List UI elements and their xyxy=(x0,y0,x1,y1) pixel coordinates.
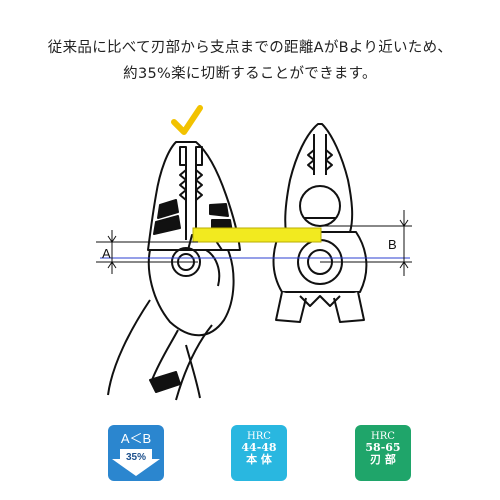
hrc-blade-range: 58-65 xyxy=(365,441,401,454)
caption-line-1: 従来品に比べて刃部から支点までの距離AがBより近いため、 xyxy=(47,40,453,56)
ratio-badge-title: A＜B xyxy=(120,431,152,446)
down-arrow-icon: 35% xyxy=(108,447,164,477)
hrc-body-label: HRC xyxy=(247,431,271,442)
left-plier-icon xyxy=(107,141,241,401)
right-plier-icon xyxy=(272,123,368,323)
hrc-blade-badge: HRC 58-65 刃 部 xyxy=(355,425,411,481)
hrc-body-badge: HRC 44-48 本 体 xyxy=(231,425,287,481)
check-mark-icon xyxy=(171,105,203,135)
distance-highlight-bar xyxy=(192,227,322,243)
hrc-blade-label: HRC xyxy=(371,431,395,442)
hrc-body-range: 44-48 xyxy=(241,441,277,454)
label-b: B xyxy=(388,237,397,252)
plier-comparison-diagram: A B xyxy=(96,105,412,401)
label-a: A xyxy=(102,246,111,261)
hrc-blade-part: 刃 部 xyxy=(370,453,396,466)
caption-line-2: 約35%楽に切断することができます。 xyxy=(123,66,377,82)
ratio-badge-value: 35% xyxy=(125,452,146,463)
hrc-body-part: 本 体 xyxy=(246,453,272,466)
ratio-badge: A＜B 35% xyxy=(108,425,164,481)
